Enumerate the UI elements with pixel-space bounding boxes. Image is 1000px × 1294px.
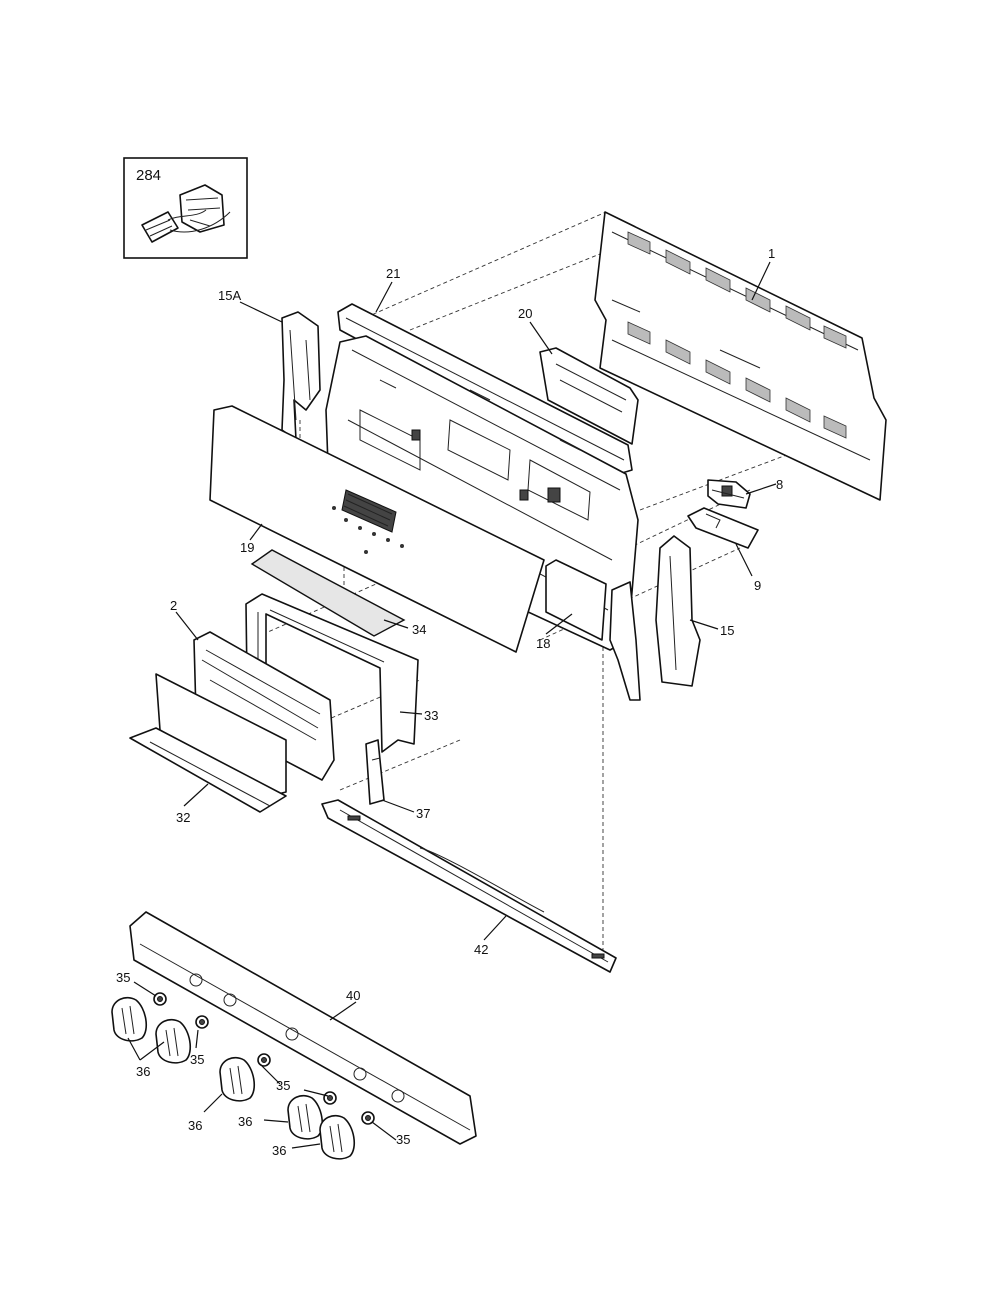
- top-trim-part-21: [337, 303, 633, 477]
- callout-2: 2: [170, 598, 177, 613]
- callout-20: 20: [518, 306, 532, 321]
- clip-35-e: [361, 1111, 375, 1125]
- side-bracket-part-15a: [281, 311, 321, 441]
- callout-40: 40: [346, 988, 360, 1003]
- knob-36-c: [219, 1056, 256, 1102]
- bracket-part-20: [539, 347, 639, 445]
- callout-15: 15: [720, 623, 734, 638]
- side-bracket-part-15: [609, 535, 701, 701]
- callout-36-a: 36: [136, 1064, 150, 1079]
- callout-9: 9: [754, 578, 761, 593]
- knob-parts-36: [111, 996, 356, 1160]
- rear-panel-part-1: [594, 211, 887, 501]
- callout-36-d: 36: [272, 1143, 286, 1158]
- clip-35-d: [323, 1091, 337, 1105]
- callout-34: 34: [412, 622, 426, 637]
- insulation-part-34: [250, 549, 406, 637]
- overlay-panel-part-19: [209, 405, 545, 653]
- switch-part-8: [707, 479, 751, 509]
- leader-lines: [127, 261, 777, 1149]
- manifold-panel-part-40: [129, 911, 477, 1145]
- spacer-part-37: [365, 739, 385, 805]
- clip-35-a: [153, 992, 167, 1006]
- callout-35-b: 35: [190, 1052, 204, 1067]
- callout-19: 19: [240, 540, 254, 555]
- lower-rail-part-42: [321, 799, 617, 973]
- callout-42: 42: [474, 942, 488, 957]
- clip-35-c: [257, 1053, 271, 1067]
- panel-part-18: [545, 559, 607, 641]
- callout-35-a: 35: [116, 970, 130, 985]
- knob-36-a: [111, 996, 148, 1042]
- callout-8: 8: [776, 477, 783, 492]
- callout-284: 284: [136, 167, 161, 184]
- wire-harness-part: [141, 184, 231, 243]
- callout-18: 18: [536, 636, 550, 651]
- callout-35-c: 35: [276, 1078, 290, 1093]
- callout-36-b: 36: [188, 1118, 202, 1133]
- callout-36-c: 36: [238, 1114, 252, 1129]
- clip-35-b: [195, 1015, 209, 1029]
- inset-box-284: [123, 157, 248, 259]
- knob-36-b: [155, 1018, 192, 1064]
- clip-parts-35: [153, 992, 375, 1125]
- bracket-part-9: [687, 507, 759, 549]
- callout-37: 37: [416, 806, 430, 821]
- callout-15a: 15A: [218, 288, 241, 303]
- callout-21: 21: [386, 266, 400, 281]
- lower-tray-part-32: [129, 673, 287, 813]
- rear-panel-vents: [627, 231, 847, 439]
- knob-36-d: [287, 1094, 324, 1140]
- callout-35-d: 35: [396, 1132, 410, 1147]
- callout-labels: 284 1 21 15A 20 8 9 19 15 18 2 34 33 32 …: [116, 167, 783, 1158]
- callout-33: 33: [424, 708, 438, 723]
- callout-32: 32: [176, 810, 190, 825]
- overlay-keypad: [332, 489, 404, 554]
- callout-1: 1: [768, 246, 775, 261]
- knob-36-e: [319, 1114, 356, 1160]
